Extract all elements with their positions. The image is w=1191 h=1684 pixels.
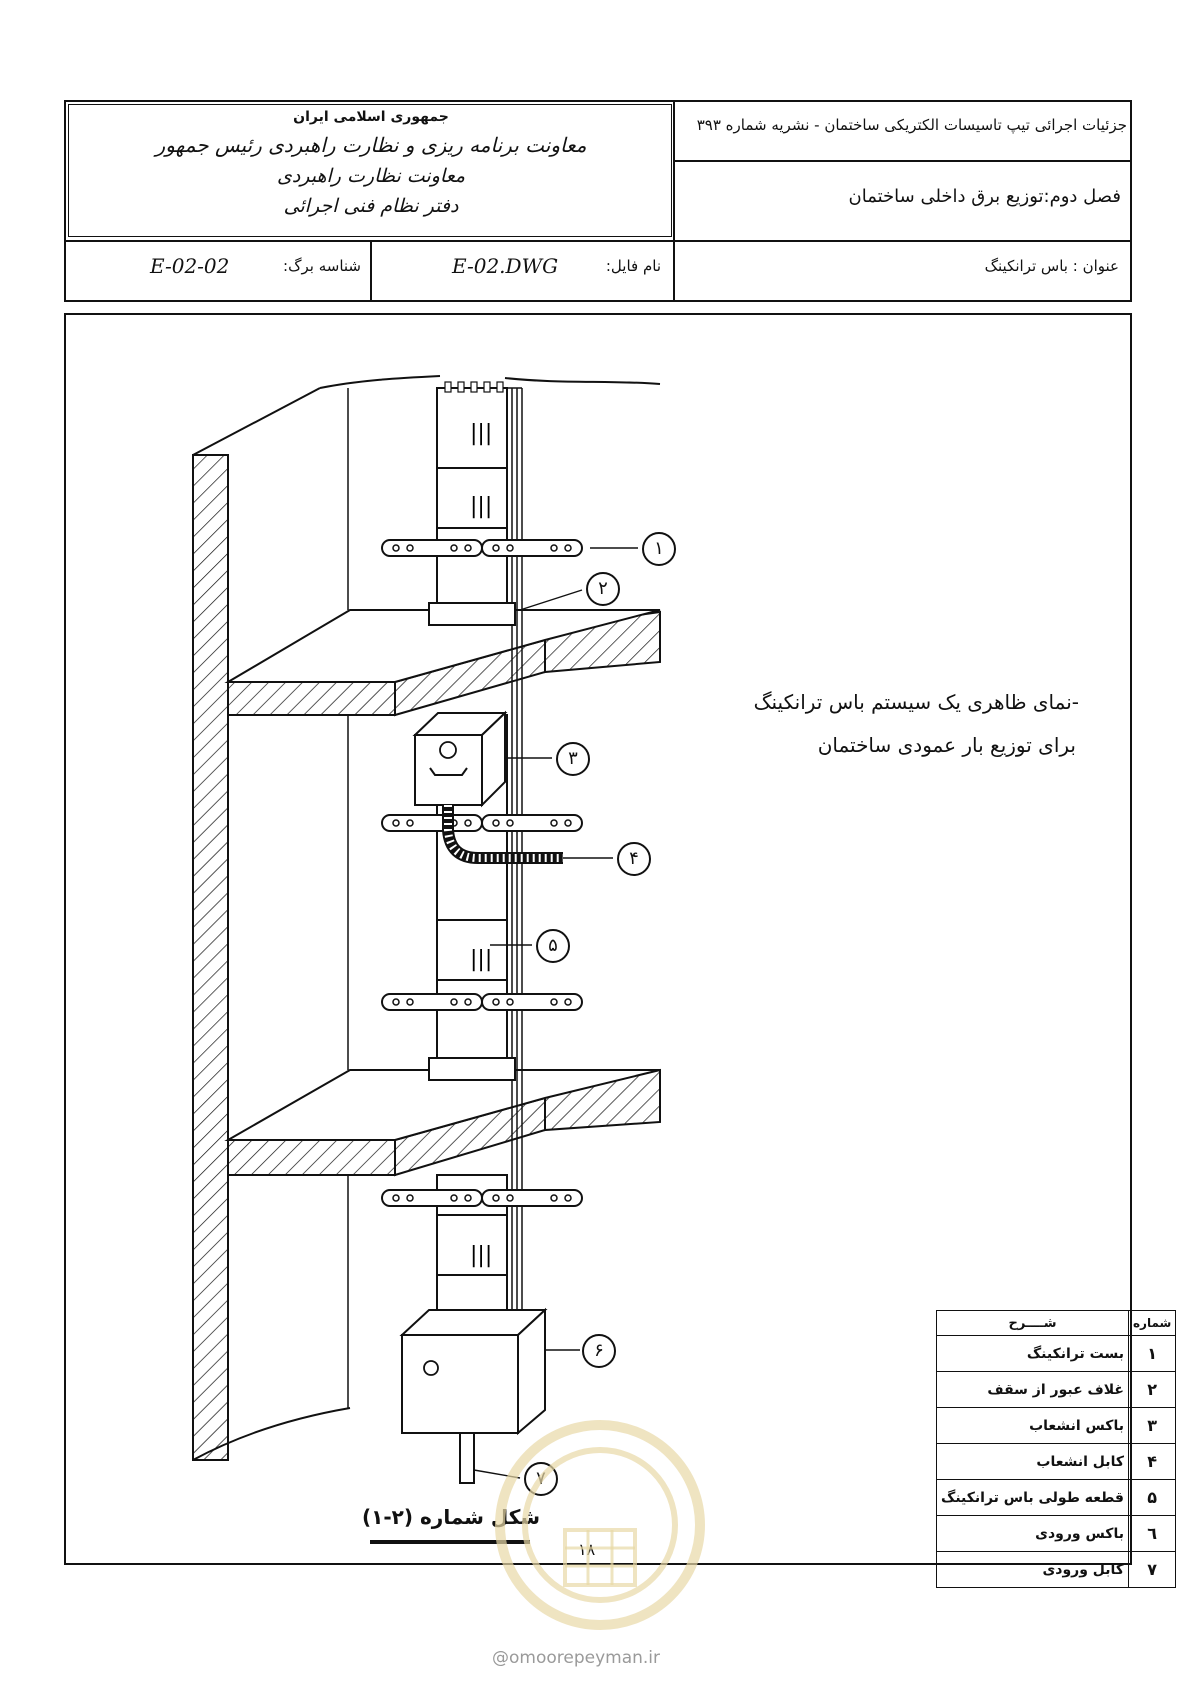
title-block — [64, 100, 1132, 302]
drawing-note-line-1: -نمای ظاهری یک سیستم باس ترانکینگ — [753, 690, 1079, 714]
inlet-box — [399, 1307, 548, 1436]
slab-upper — [224, 609, 661, 717]
sheet-title-label: عنوان : — [1072, 257, 1119, 275]
watermark-seal-icon — [495, 1420, 705, 1630]
figure-caption-underline — [370, 1540, 530, 1544]
org-office: دفتر نظام فنی اجرائی — [283, 195, 459, 217]
busbar-trunking: ||| ||| ||| ||| — [428, 381, 523, 1400]
callout-5: ۵ — [536, 929, 570, 963]
svg-text:|||: ||| — [470, 494, 492, 519]
callout-2: ۲ — [586, 572, 620, 606]
callout-6: ۶ — [582, 1334, 616, 1368]
file-name-value: E-02.DWG — [452, 254, 559, 278]
slab-lower — [224, 1068, 661, 1177]
title-block-divider-right — [673, 160, 1132, 162]
sheet-id-value: E-02-02 — [150, 254, 230, 278]
sheet-title-value: باس ترانکینگ — [984, 257, 1068, 275]
svg-text:|||: ||| — [470, 947, 492, 972]
callout-1: ۱ — [642, 532, 676, 566]
watermark-url: @omoorepeyman.ir — [492, 1648, 661, 1668]
legend-header-number: شماره — [1127, 1310, 1177, 1336]
legend-header-description: شــــرح — [936, 1310, 1129, 1336]
title-block-divider-vertical — [673, 100, 675, 302]
sheet-title: عنوان : باس ترانکینگ — [985, 257, 1119, 275]
org-country: جمهوری اسلامی ایران — [293, 109, 449, 125]
sheet-id-label: شناسه برگ: — [283, 257, 361, 275]
at-icon: @ — [492, 1648, 509, 1668]
callout-leaders — [473, 547, 638, 1479]
inlet-cable — [459, 1432, 475, 1484]
title-block-divider-horizontal — [64, 240, 1132, 242]
publication-title: جزئیات اجرائی تیپ تاسیسات الکتریکی ساختم… — [696, 116, 1127, 134]
org-deputy: معاونت نظارت راهبردی — [276, 165, 466, 187]
figure-caption: شکل شماره (۲-۱) — [362, 1505, 541, 1529]
organization-box: جمهوری اسلامی ایران معاونت برنامه ریزی و… — [68, 104, 672, 237]
wall — [192, 375, 661, 1461]
chapter-title: فصل دوم:توزیع برق داخلی ساختمان — [848, 186, 1122, 207]
callout-3: ۳ — [556, 742, 590, 776]
drawing-note-line-2: برای توزیع بار عمودی ساختمان — [817, 733, 1076, 757]
org-vice-presidency: معاونت برنامه ریزی و نظارت راهبردی رئیس … — [155, 133, 587, 157]
svg-text:|||: ||| — [470, 1243, 492, 1268]
svg-text:|||: ||| — [470, 421, 492, 446]
file-name-label: نام فایل: — [605, 257, 661, 275]
branch-box — [412, 710, 508, 808]
title-block-divider-bottom — [370, 240, 372, 302]
callout-4: ۴ — [617, 842, 651, 876]
drawing-frame — [64, 313, 1132, 1565]
